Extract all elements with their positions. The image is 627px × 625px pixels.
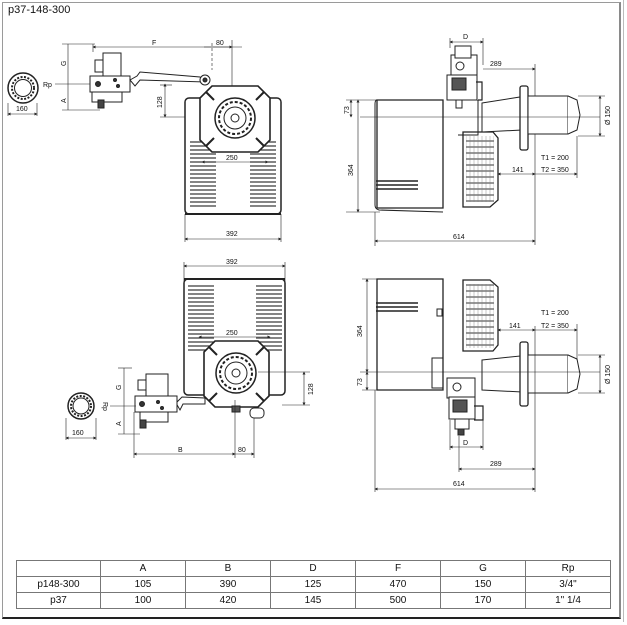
dim-614: 614 [453,234,465,241]
label-rp: Rp [101,402,108,411]
dim-80: 80 [238,447,246,454]
model-cell: p37 [16,592,101,609]
label-f: F [152,40,156,47]
pipe-section-icon [7,72,39,104]
dim-160: 160 [16,106,28,113]
dia-150: Ø 150 [605,106,612,125]
dim-250: 250 [226,330,238,337]
dim-392: 392 [226,231,238,238]
header-cell: A [100,560,186,577]
dim-80: 80 [216,40,224,47]
label-g: G [61,61,68,66]
dim-364: 364 [348,164,355,176]
label-rp: Rp [43,82,52,89]
label-d: D [463,440,468,447]
bottom-plan-view [65,262,310,458]
dim-614: 614 [453,481,465,488]
table-cell: 500 [355,592,441,609]
table-cell: 3/4" [525,576,611,593]
technical-drawing: 160 Rp G A F 80 128 250 392 [7,34,612,492]
label-d: D [463,34,468,41]
drawing-title: p37-148-300 [8,4,71,16]
dim-141: 141 [509,323,521,330]
label-b: B [178,447,183,454]
table-cell: 125 [270,576,356,593]
model-cell: p148-300 [16,576,101,593]
table-header-row: A B D F G Rp [16,560,611,577]
label-a: A [116,421,123,426]
dim-250: 250 [226,155,238,162]
side-view-bottom [360,278,605,492]
dim-141: 141 [512,167,524,174]
header-cell: B [185,560,271,577]
side-bottom-labels: 364 73 T1 = 200 141 T2 = 350 Ø 150 D 289… [357,310,612,488]
side-view-top [346,38,605,246]
table-cell: 1" 1/4 [525,592,611,609]
header-cell: G [440,560,526,577]
dim-392: 392 [226,259,238,266]
dim-160: 160 [72,430,84,437]
label-t2: T2 = 350 [541,323,569,330]
dim-289: 289 [490,461,502,468]
dim-128: 128 [308,383,315,395]
table-cell: 390 [185,576,271,593]
top-plan-labels: 160 Rp G A F 80 128 250 392 [16,40,238,238]
table-cell: 100 [100,592,186,609]
label-t1: T1 = 200 [541,155,569,162]
table-row: p148-300 105 390 125 470 150 3/4" [16,576,611,593]
header-cell: D [270,560,356,577]
table-cell: 145 [270,592,356,609]
motor-fan-icon [214,97,256,139]
label-a: A [61,98,68,103]
table-row: p37 100 420 145 500 170 1" 1/4 [16,592,611,609]
label-t2: T2 = 350 [541,167,569,174]
bottom-plan-labels: 392 250 128 G Rp A 160 B 80 [72,259,315,454]
label-t1: T1 = 200 [541,310,569,317]
motor-fan-icon [215,352,257,394]
header-cell [16,560,101,577]
table-cell: 150 [440,576,526,593]
top-plan-view [7,40,282,242]
drawing-frame [2,2,621,619]
frame-edge [623,0,624,622]
header-cell: Rp [525,560,611,577]
dim-128: 128 [157,96,164,108]
dim-73: 73 [344,106,351,114]
table-cell: 470 [355,576,441,593]
header-cell: F [355,560,441,577]
label-g: G [116,385,123,390]
dim-364: 364 [357,325,364,337]
dim-73: 73 [357,378,364,386]
dimension-table: A B D F G Rp p148-300 105 390 125 470 15… [16,560,611,609]
side-top-labels: D 289 73 364 T1 = 200 141 T2 = 350 Ø 150… [344,34,612,241]
pipe-section-icon [67,392,95,420]
table-cell: 170 [440,592,526,609]
dim-289: 289 [490,61,502,68]
table-cell: 105 [100,576,186,593]
table-cell: 420 [185,592,271,609]
dia-150: Ø 150 [605,365,612,384]
